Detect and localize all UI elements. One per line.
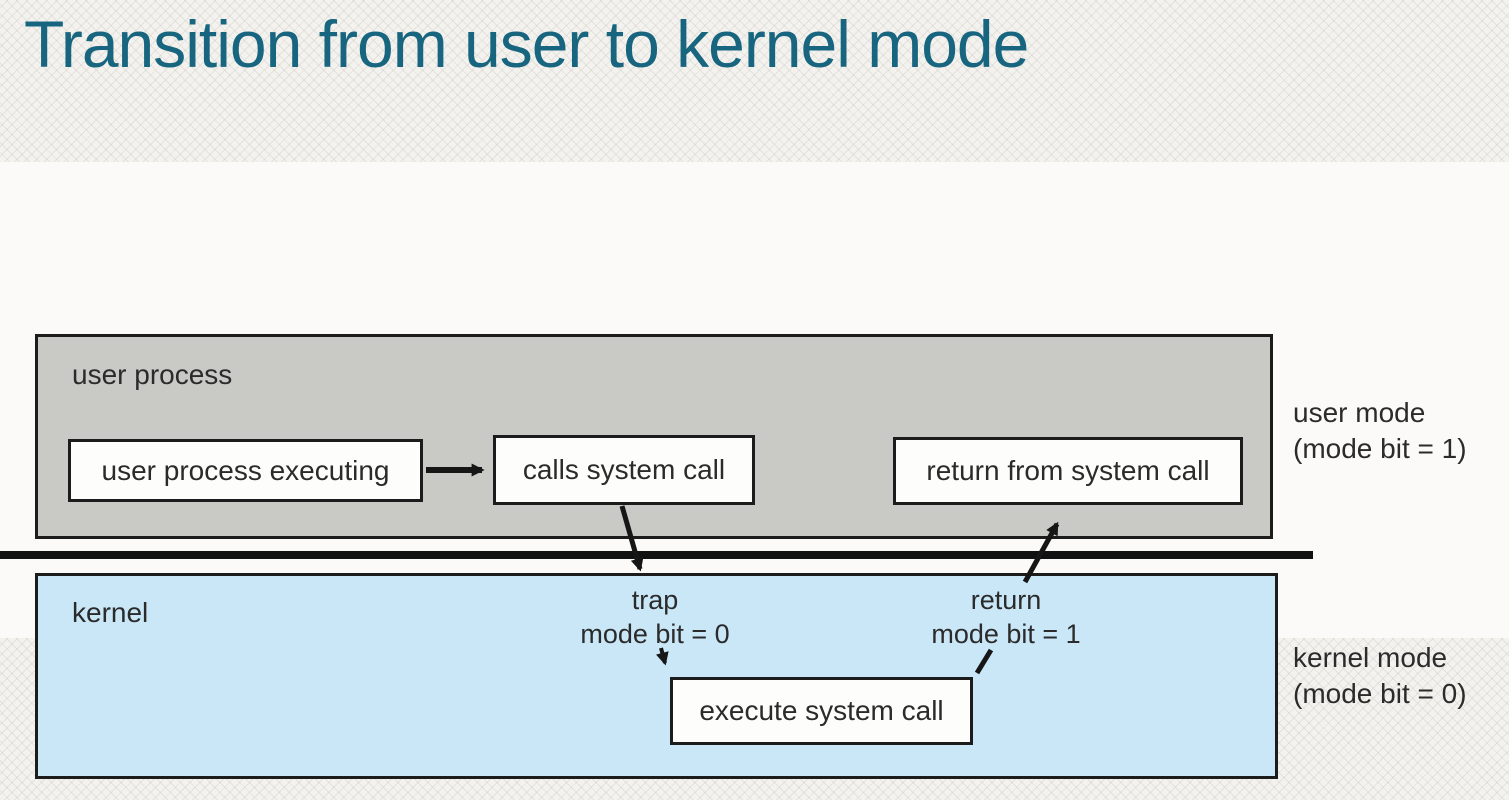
user-mode-side-label-line1: user mode [1293, 397, 1426, 428]
box-execute-system-call: execute system call [670, 677, 973, 745]
kernel-region-label: kernel [72, 597, 149, 628]
user-mode-side-label: user mode (mode bit = 1) [1293, 395, 1467, 467]
box-user-process-executing: user process executing [68, 439, 423, 502]
box-calls-system-call-label: calls system call [522, 454, 726, 485]
figure-panel: user process kernel user process executi… [0, 162, 1509, 779]
box-execute-system-call-label: execute system call [699, 695, 944, 726]
slide: Transition from user to kernel mode user… [0, 7, 1509, 779]
user-process-region-label: user process [72, 359, 233, 390]
user-mode-side-label-line2: (mode bit = 1) [1293, 433, 1467, 464]
box-calls-system-call: calls system call [493, 435, 755, 505]
trap-annotation-line1: trap [631, 585, 679, 615]
kernel-mode-side-label-line2: (mode bit = 0) [1293, 678, 1467, 709]
kernel-mode-side-label: kernel mode (mode bit = 0) [1293, 640, 1467, 712]
return-annotation: return mode bit = 1 [931, 583, 1080, 651]
trap-annotation-line2: mode bit = 0 [580, 619, 730, 649]
kernel-mode-side-label-line1: kernel mode [1293, 642, 1448, 673]
box-user-process-executing-label: user process executing [101, 454, 390, 486]
box-return-from-system-call: return from system call [893, 437, 1243, 505]
return-annotation-line1: return [970, 585, 1042, 615]
return-annotation-line2: mode bit = 1 [931, 619, 1081, 649]
slide-title: Transition from user to kernel mode [24, 7, 1029, 81]
trap-annotation: trap mode bit = 0 [580, 583, 729, 651]
box-return-from-system-call-label: return from system call [926, 455, 1210, 486]
mode-separator-line [0, 551, 1313, 559]
